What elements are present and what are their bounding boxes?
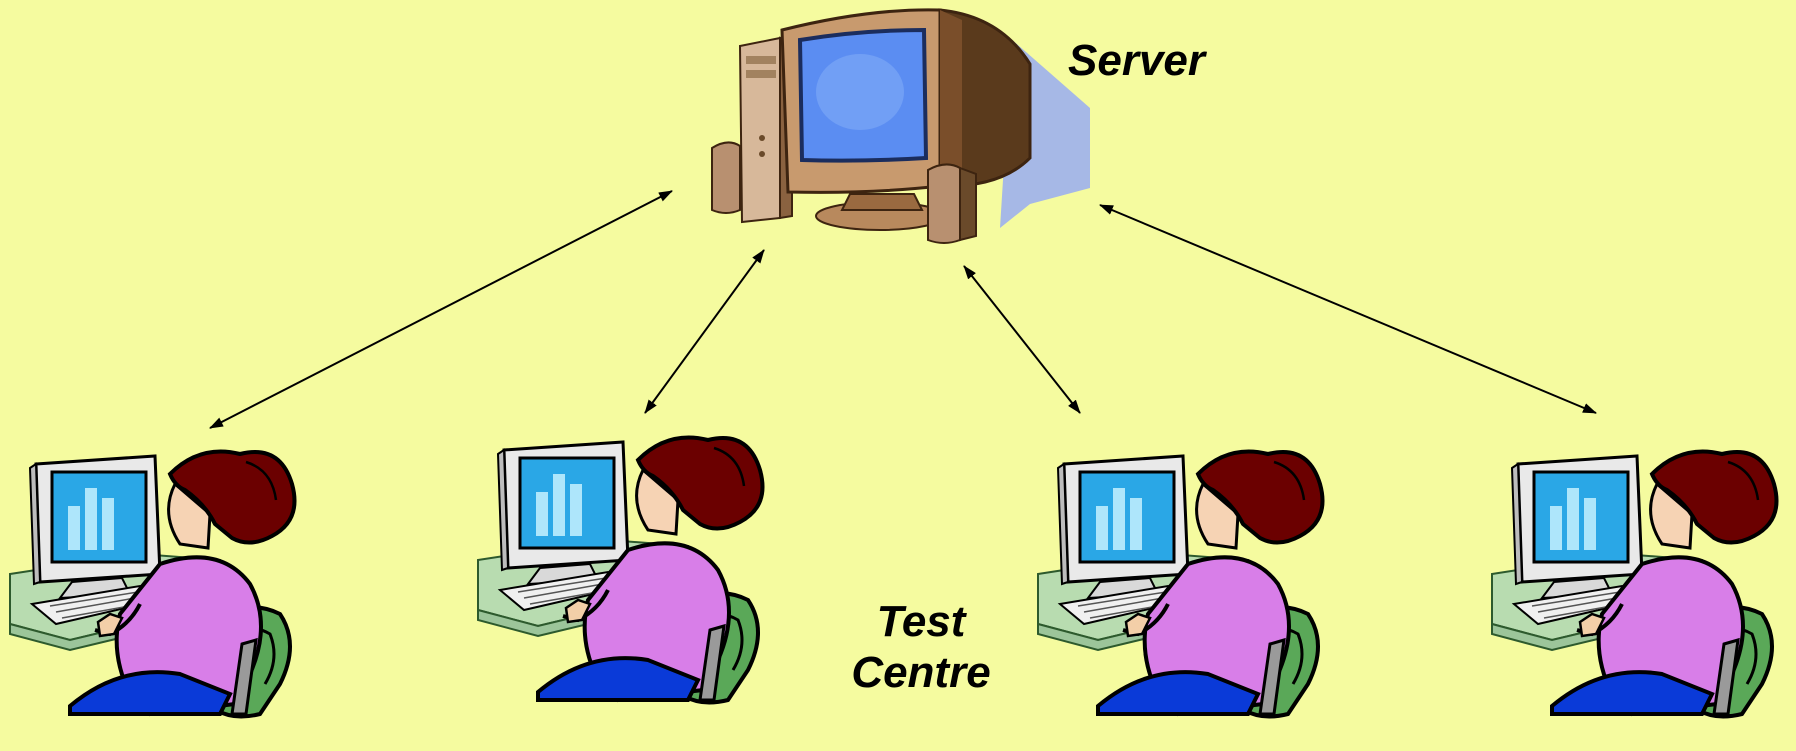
server-label: Server <box>1068 36 1206 85</box>
connection-arrow-4 <box>1099 204 1597 414</box>
server-computer-icon <box>711 8 1090 244</box>
test-centre-label: Test Centre <box>836 597 1006 698</box>
user-workstation-icon <box>8 449 297 719</box>
client-workstation-2 <box>476 435 765 705</box>
test-centre-line2: Centre <box>851 647 991 697</box>
user-workstation-icon <box>1490 449 1779 719</box>
user-workstation-icon <box>476 435 765 705</box>
client-workstation-1 <box>8 449 297 719</box>
test-centre-line1: Test <box>876 597 966 646</box>
user-workstation-icon <box>1036 449 1325 719</box>
connection-lines <box>209 190 1597 429</box>
connection-arrow-3 <box>963 265 1081 414</box>
client-workstation-4 <box>1490 449 1779 719</box>
client-workstation-3 <box>1036 449 1325 719</box>
connection-arrow-1 <box>209 190 673 429</box>
connection-arrow-2 <box>644 249 765 414</box>
